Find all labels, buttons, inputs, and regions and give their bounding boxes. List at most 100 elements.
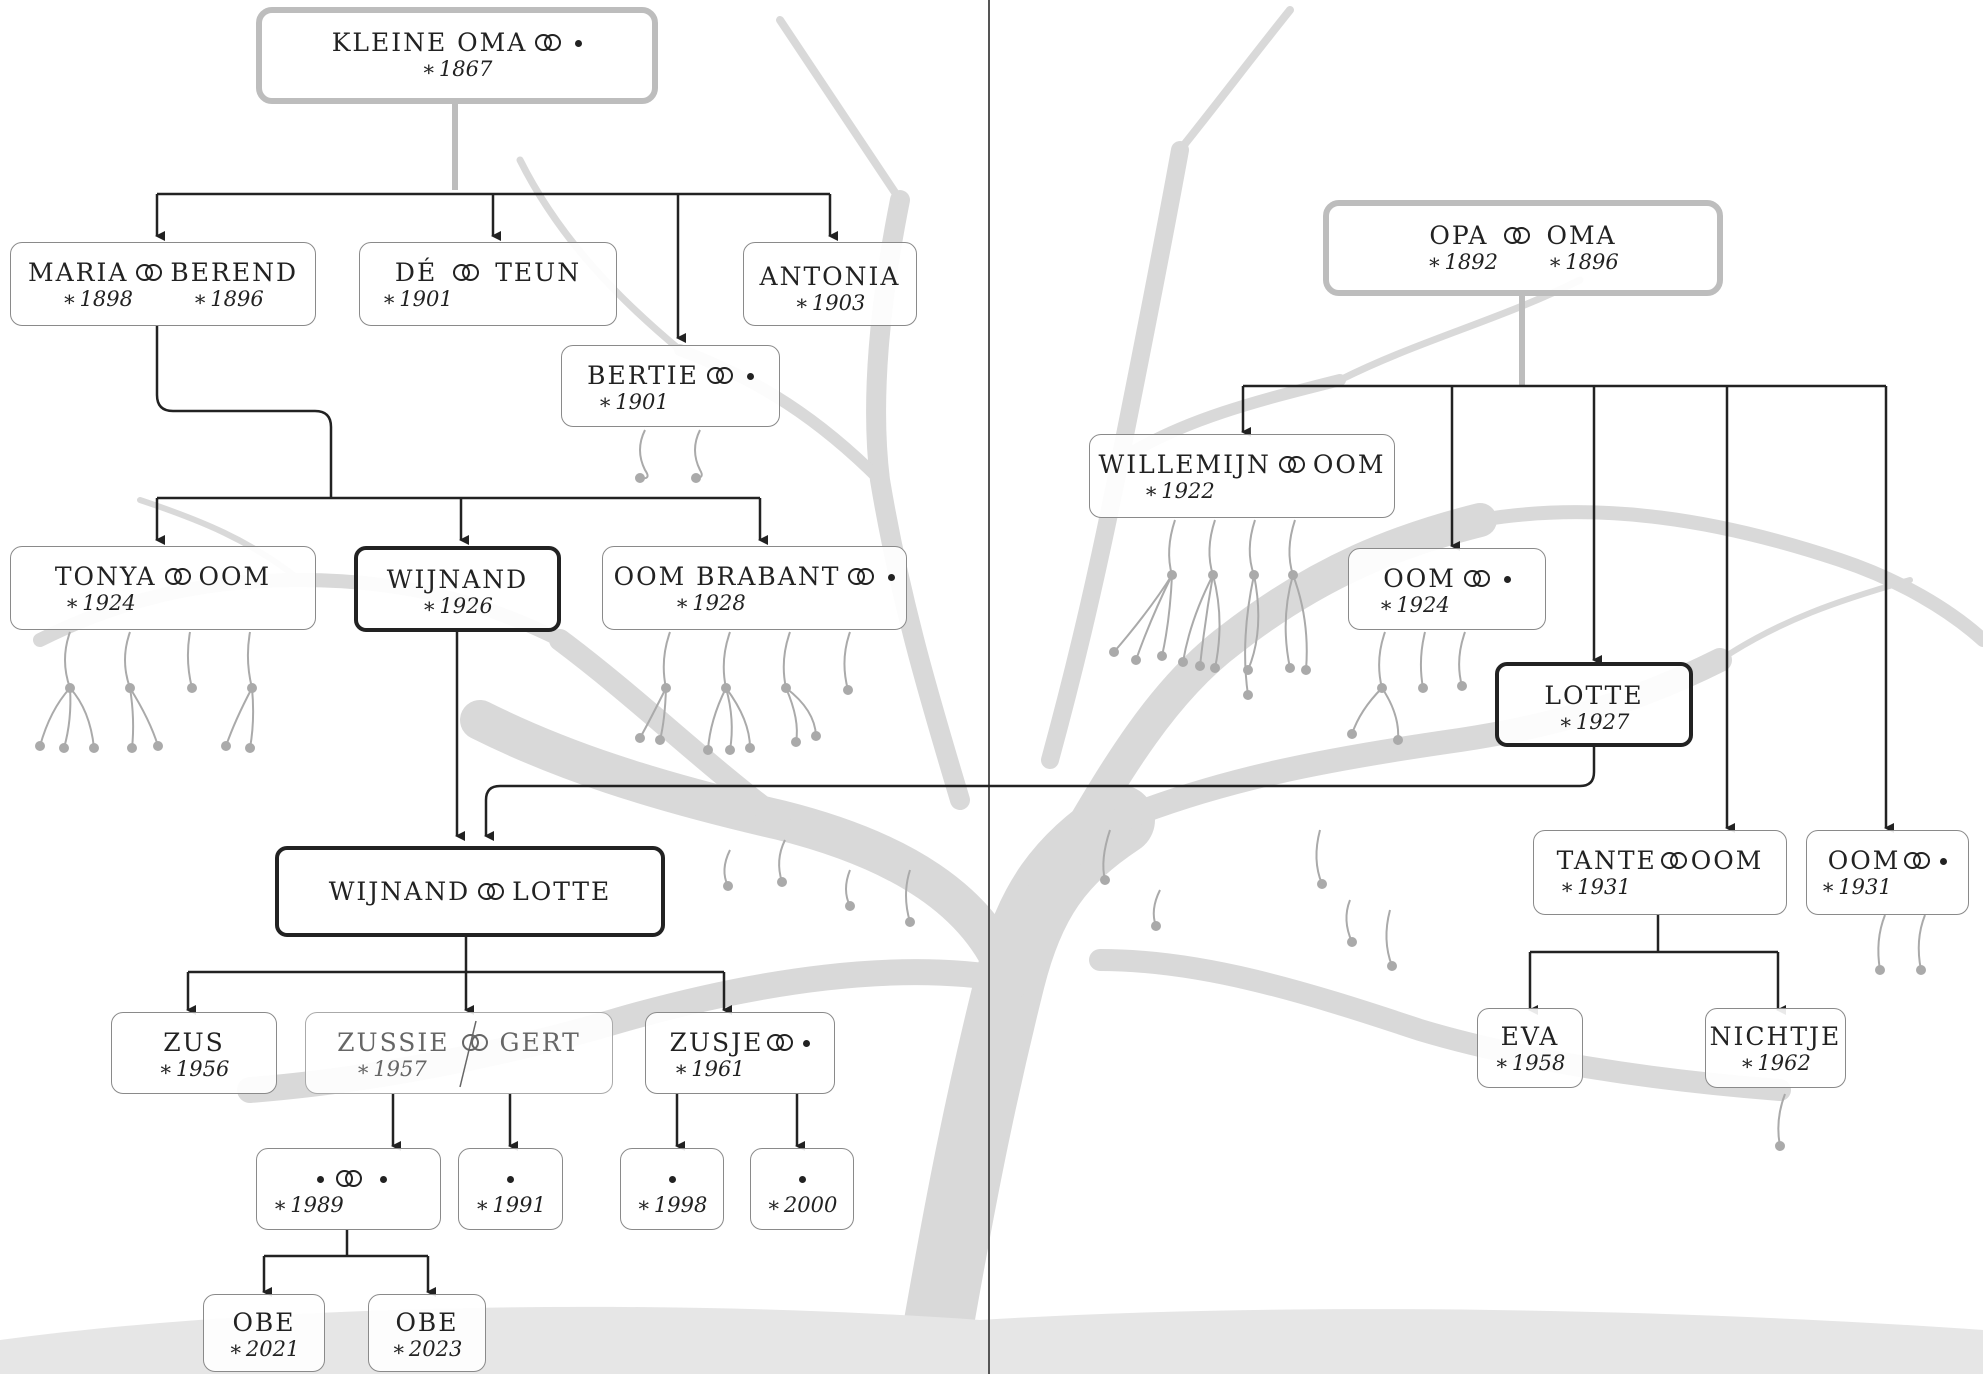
name-oom-brabant: OOM BRABANT bbox=[613, 562, 841, 591]
name-berend: BEREND bbox=[170, 258, 299, 287]
name-oma: OMA bbox=[1546, 221, 1617, 250]
name-gert: GERT bbox=[499, 1028, 581, 1057]
year-berend: 1896 bbox=[210, 287, 264, 311]
unknown-partner-dot-icon bbox=[803, 1040, 811, 1047]
year-2021: 2021 bbox=[245, 1337, 300, 1361]
year-oom-brabant: 1928 bbox=[692, 591, 746, 615]
name-wijnand: WIJNAND bbox=[386, 565, 529, 594]
marriage-rings-icon bbox=[1462, 570, 1492, 588]
year-maria: 1898 bbox=[79, 287, 133, 311]
marriage-rings-icon bbox=[163, 568, 193, 586]
name-bertie: BERTIE bbox=[587, 361, 699, 390]
name-tante: TANTE bbox=[1556, 846, 1657, 875]
name-oom: OOM bbox=[1827, 846, 1901, 875]
year-2000: 2000 bbox=[783, 1193, 838, 1217]
person-bertie: BERTIE ∗1901 bbox=[561, 345, 780, 427]
name-oom: OOM bbox=[1383, 564, 1456, 593]
person-oom-brabant: OOM BRABANT ∗1928 bbox=[602, 546, 907, 630]
person-obe-2023: OBE ∗2023 bbox=[368, 1294, 486, 1372]
year-tante: 1931 bbox=[1577, 875, 1631, 899]
marriage-rings-icon bbox=[334, 1170, 364, 1188]
unknown-person-dot-icon bbox=[507, 1176, 514, 1183]
birth-asterisk-icon: ∗ bbox=[421, 57, 436, 81]
unknown-partner-dot-icon bbox=[575, 40, 583, 47]
marriage-rings-icon bbox=[765, 1034, 795, 1052]
page-gutter bbox=[988, 0, 990, 1374]
name-willemijn: WILLEMIJN bbox=[1098, 450, 1271, 479]
year-oom-1924: 1924 bbox=[1396, 593, 1450, 617]
marriage-rings-icon bbox=[451, 264, 481, 282]
name-nichtje: NICHTJE bbox=[1709, 1022, 1842, 1051]
couple-wijnand-lotte: WIJNAND LOTTE bbox=[275, 846, 665, 937]
year-2023: 2023 bbox=[408, 1337, 463, 1361]
name-zussie: ZUSSIE bbox=[337, 1028, 450, 1057]
year-bertie: 1901 bbox=[615, 390, 669, 414]
person-oom-1931: OOM ∗1931 bbox=[1806, 830, 1969, 915]
year-eva: 1958 bbox=[1511, 1051, 1566, 1075]
name-obe: OBE bbox=[395, 1308, 459, 1337]
name-antonia: ANTONIA bbox=[759, 262, 901, 291]
name-opa: OPA bbox=[1429, 221, 1489, 250]
person-lotte: LOTTE ∗1927 bbox=[1495, 662, 1693, 747]
marriage-rings-icon bbox=[846, 568, 876, 586]
unknown-partner-dot-icon bbox=[1503, 576, 1511, 583]
person-zusje: ZUSJE ∗1961 bbox=[645, 1012, 835, 1094]
name-oom: OOM bbox=[198, 562, 272, 591]
person-child-1991: ∗1991 bbox=[458, 1148, 563, 1230]
name-wijnand: WIJNAND bbox=[328, 877, 471, 906]
name-tonya: TONYA bbox=[54, 562, 157, 591]
person-child-1998: ∗1998 bbox=[620, 1148, 724, 1230]
year-lotte: 1927 bbox=[1575, 710, 1630, 734]
unknown-partner-dot-icon bbox=[746, 373, 754, 380]
year-1991: 1991 bbox=[492, 1193, 546, 1217]
year-oma: 1896 bbox=[1565, 250, 1619, 274]
name-maria: MARIA bbox=[27, 258, 129, 287]
person-kleine-oma: KLEINE OMA ∗1867 bbox=[256, 7, 658, 104]
person-zus: ZUS ∗1956 bbox=[111, 1012, 277, 1094]
name-lotte: LOTTE bbox=[1544, 681, 1644, 710]
year-opa: 1892 bbox=[1444, 250, 1498, 274]
year-kleine-oma: 1867 bbox=[438, 57, 493, 81]
name-zusje: ZUSJE bbox=[669, 1028, 764, 1057]
marriage-rings-icon bbox=[476, 883, 506, 901]
name-oom: OOM bbox=[1312, 450, 1386, 479]
year-nichtje: 1962 bbox=[1757, 1051, 1811, 1075]
name-zus: ZUS bbox=[163, 1028, 225, 1057]
unknown-person-dot-icon bbox=[798, 1176, 806, 1183]
year-zussie: 1957 bbox=[373, 1057, 427, 1081]
person-antonia: ANTONIA ∗1903 bbox=[743, 242, 917, 326]
person-nichtje: NICHTJE ∗1962 bbox=[1705, 1008, 1846, 1088]
unknown-person-dot-icon bbox=[668, 1176, 676, 1183]
person-wijnand: WIJNAND ∗1926 bbox=[354, 546, 561, 632]
year-oom-1931: 1931 bbox=[1838, 875, 1892, 899]
year-antonia: 1903 bbox=[811, 291, 866, 315]
unknown-partner-dot-icon bbox=[379, 1176, 387, 1183]
person-child-2000: ∗2000 bbox=[750, 1148, 854, 1230]
year-1989: 1989 bbox=[290, 1193, 344, 1217]
year-willemijn: 1922 bbox=[1161, 479, 1215, 503]
marriage-rings-icon bbox=[1277, 456, 1307, 474]
name-obe: OBE bbox=[232, 1308, 296, 1337]
marriage-rings-icon bbox=[134, 264, 164, 282]
year-zusje: 1961 bbox=[691, 1057, 745, 1081]
marriage-rings-icon bbox=[705, 367, 735, 385]
name-teun: TEUN bbox=[495, 258, 582, 287]
name-lotte: LOTTE bbox=[512, 877, 612, 906]
year-de: 1901 bbox=[399, 287, 453, 311]
person-eva: EVA ∗1958 bbox=[1477, 1008, 1583, 1088]
marriage-rings-icon bbox=[1659, 852, 1689, 870]
name-oom: OOM bbox=[1690, 846, 1764, 875]
marriage-rings-icon bbox=[533, 34, 563, 52]
unknown-partner-dot-icon bbox=[888, 574, 896, 581]
divorce-slash-icon bbox=[459, 1020, 477, 1088]
year-wijnand: 1926 bbox=[439, 594, 493, 618]
name-kleine-oma: KLEINE OMA bbox=[331, 28, 528, 57]
